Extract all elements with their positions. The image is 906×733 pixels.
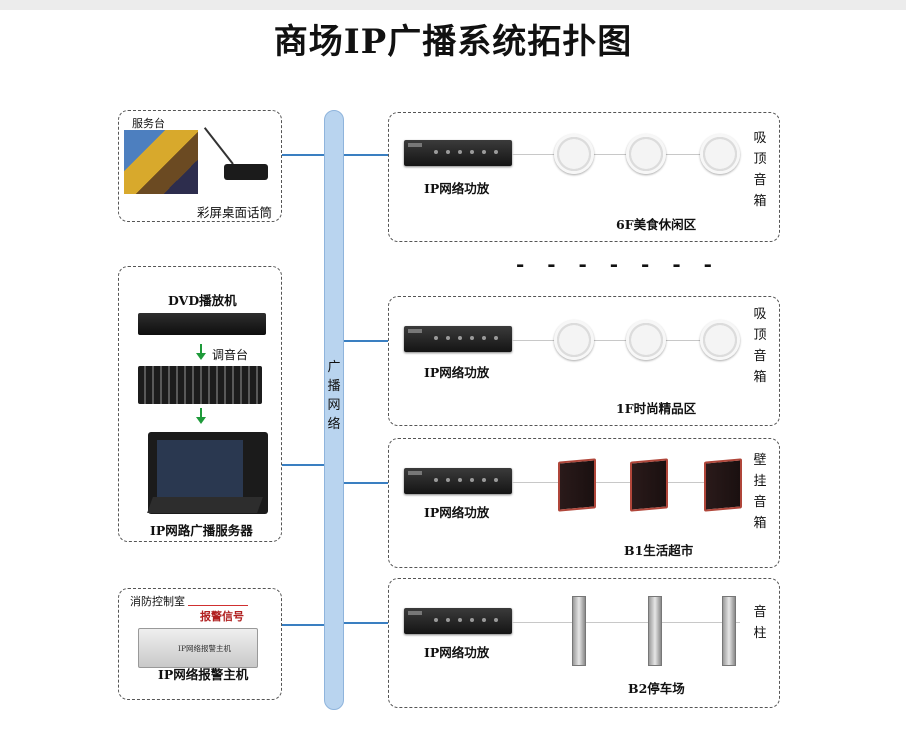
ip-amplifier-label: IP网络功放 — [424, 505, 490, 520]
alarm-host-icon — [138, 628, 258, 668]
broadcast-server-label: IP网路广播服务器 — [150, 523, 253, 538]
zone-6f-group — [388, 112, 780, 242]
column-speaker-icon — [648, 596, 662, 666]
link-fire-room — [282, 624, 324, 626]
ip-amplifier-icon — [404, 468, 512, 494]
dvd-player-label: DVD播放机 — [168, 293, 237, 308]
zone-b2-group — [388, 578, 780, 708]
wall-speaker-icon — [704, 458, 742, 512]
speaker-type-label: 音柱 — [753, 605, 767, 641]
ip-amplifier-label: IP网络功放 — [424, 181, 490, 196]
broadcast-network-bus — [324, 110, 344, 710]
zone-name-label: B2停车场 — [628, 681, 685, 696]
column-speaker-icon — [722, 596, 736, 666]
link-zone-b1 — [344, 482, 388, 484]
ceiling-speaker-icon — [554, 134, 594, 174]
ceiling-speaker-icon — [700, 320, 740, 360]
arrow-down-icon — [196, 408, 206, 424]
mixer-label: 调音台 — [212, 348, 249, 362]
speaker-type-label: 吸顶音箱 — [753, 131, 767, 209]
alarm-panel-text: IP网络报警主机 — [178, 644, 232, 653]
zone-name-label: 1F时尚精品区 — [616, 401, 697, 416]
desktop-microphone-label: 彩屏桌面话筒 — [197, 205, 273, 220]
zone-name-label: 6F美食休闲区 — [616, 217, 697, 232]
ip-amplifier-icon — [404, 140, 512, 166]
speaker-line — [512, 622, 740, 623]
link-service-desk — [282, 154, 324, 156]
mixer-icon — [138, 366, 262, 404]
ip-amplifier-label: IP网络功放 — [424, 645, 490, 660]
alarm-signal-tag: 报警信号 — [200, 610, 244, 623]
ip-amplifier-icon — [404, 608, 512, 634]
top-bar — [0, 0, 906, 10]
ceiling-speaker-icon — [626, 134, 666, 174]
zone-b1-group — [388, 438, 780, 568]
speaker-type-label: 壁挂音箱 — [753, 453, 767, 531]
zone-1f-group — [388, 296, 780, 426]
bus-label: 广播网络 — [327, 360, 341, 432]
speaker-line — [512, 482, 740, 483]
column-speaker-icon — [572, 596, 586, 666]
link-zone-b2 — [344, 622, 388, 624]
link-zone-6f — [344, 154, 388, 156]
ceiling-speaker-icon — [554, 320, 594, 360]
service-desk-photo — [124, 130, 198, 194]
ip-amplifier-icon — [404, 326, 512, 352]
control-room-group — [118, 266, 282, 542]
desktop-microphone-icon — [224, 164, 268, 180]
more-zones-ellipsis: - - - - - - - — [516, 252, 720, 276]
arrow-down-icon — [196, 344, 206, 360]
ceiling-speaker-icon — [626, 320, 666, 360]
speaker-type-label: 吸顶音箱 — [753, 307, 767, 385]
diagram-title: 商场IP广播系统拓扑图 — [273, 22, 633, 62]
fire-control-room-group — [118, 588, 282, 700]
link-zone-1f — [344, 340, 388, 342]
ceiling-speaker-icon — [700, 134, 740, 174]
ip-amplifier-label: IP网络功放 — [424, 365, 490, 380]
link-control-room — [282, 464, 324, 466]
zone-name-label: B1生活超市 — [624, 543, 694, 558]
service-desk-label: 服务台 — [132, 117, 165, 130]
fire-control-room-label: 消防控制室 — [130, 595, 185, 608]
service-desk-group — [118, 110, 282, 222]
dvd-player-icon — [138, 313, 266, 335]
wall-speaker-icon — [558, 458, 596, 512]
keyboard-icon — [147, 497, 263, 513]
alarm-underline — [188, 605, 248, 606]
wall-speaker-icon — [630, 458, 668, 512]
alarm-host-label: IP网络报警主机 — [158, 667, 249, 682]
